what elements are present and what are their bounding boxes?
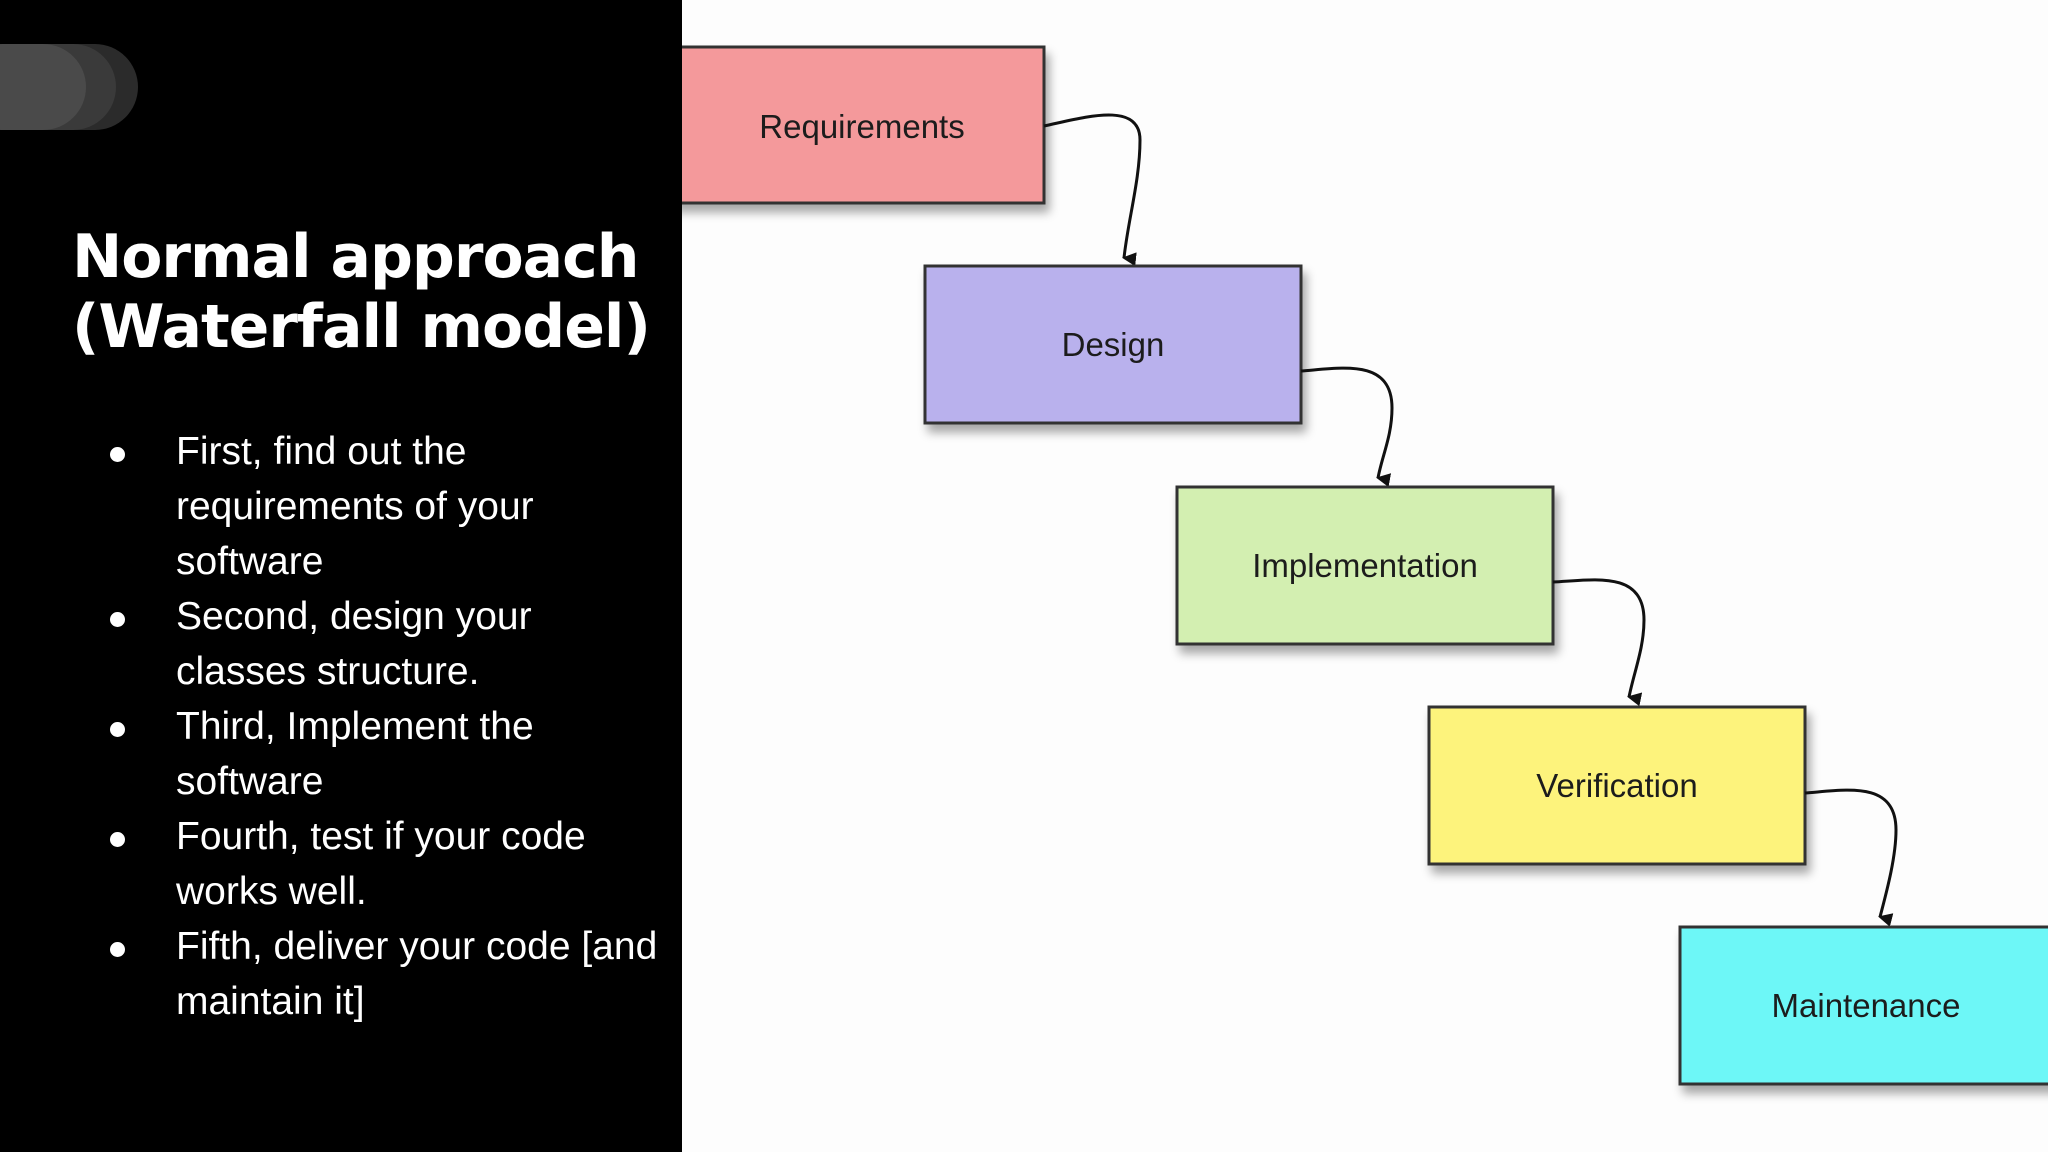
step-label: Verification (1536, 767, 1697, 804)
flow-arrow (1300, 366, 1394, 488)
decorative-pill (0, 44, 86, 130)
step-box (1175, 485, 1555, 646)
bullet-list: First, find out the requirements of your… (104, 424, 664, 1029)
bullet-text: Fifth, deliver your code [and maintain i… (176, 925, 658, 1023)
bullet-dot-icon (110, 612, 125, 627)
bullet-dot-icon (110, 942, 125, 957)
bullet-item: Third, Implement the software (104, 699, 664, 809)
bullet-dot-icon (110, 722, 125, 737)
slide-title: Normal approach (Waterfall model) (72, 222, 672, 362)
waterfall-diagram-svg: Requirements Design Implementation Verif… (682, 45, 2048, 1086)
bullet-item: First, find out the requirements of your… (104, 424, 664, 589)
left-panel: Normal approach (Waterfall model) First,… (0, 0, 682, 1152)
slide-title-line-1: Normal approach (72, 222, 639, 292)
waterfall-diagram: Requirements Design Implementation Verif… (682, 0, 2048, 1152)
step-box (1427, 705, 1807, 866)
step-label: Requirements (759, 108, 964, 145)
step-box (682, 45, 1046, 205)
step-verification: Verification (1427, 705, 1807, 866)
bullet-text: Second, design your classes structure. (176, 595, 532, 693)
flow-arrow (1043, 113, 1142, 267)
step-design: Design (923, 264, 1303, 425)
step-maintenance: Maintenance (1678, 925, 2048, 1086)
slide-title-line-2: (Waterfall model) (72, 292, 651, 362)
bullet-text: Third, Implement the software (176, 705, 534, 803)
step-label: Design (1062, 326, 1165, 363)
step-box (1678, 925, 2048, 1086)
step-implementation: Implementation (1175, 485, 1555, 646)
step-box (923, 264, 1303, 425)
bullet-item: Second, design your classes structure. (104, 589, 664, 699)
bullet-item: Fifth, deliver your code [and maintain i… (104, 919, 664, 1029)
step-label: Implementation (1252, 547, 1478, 584)
bullet-item: Fourth, test if your code works well. (104, 809, 664, 919)
bullet-text: Fourth, test if your code works well. (176, 815, 586, 913)
flow-arrow (1804, 788, 1898, 927)
bullet-dot-icon (110, 447, 125, 462)
step-requirements: Requirements (682, 45, 1046, 205)
bullet-dot-icon (110, 832, 125, 847)
step-label: Maintenance (1772, 987, 1961, 1024)
flow-arrow (1552, 578, 1646, 707)
bullet-text: First, find out the requirements of your… (176, 430, 534, 583)
